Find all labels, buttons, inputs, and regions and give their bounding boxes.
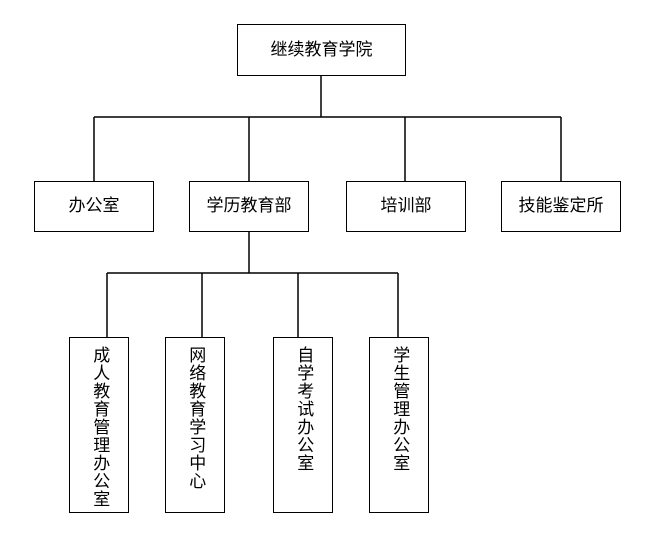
department-label: 培训部	[380, 196, 432, 216]
department-label: 办公室	[68, 196, 120, 216]
office-label: 成人教育管理办公室	[89, 346, 110, 508]
office-label: 自学考试办公室	[293, 346, 314, 472]
office-node-online-learning: 网络教育学习中心	[165, 337, 225, 513]
root-node: 继续教育学院	[237, 24, 406, 76]
office-node-self-study-exam: 自学考试办公室	[273, 337, 333, 513]
department-label: 技能鉴定所	[518, 196, 604, 216]
office-node-adult-education: 成人教育管理办公室	[69, 337, 129, 513]
department-label: 学历教育部	[206, 196, 292, 216]
office-label: 网络教育学习中心	[185, 346, 206, 490]
department-node-academic: 学历教育部	[189, 181, 309, 232]
department-node-training: 培训部	[346, 181, 466, 232]
department-node-office: 办公室	[34, 181, 154, 232]
office-label: 学生管理办公室	[389, 346, 410, 472]
root-node-label: 继续教育学院	[270, 39, 373, 60]
office-node-student-management: 学生管理办公室	[369, 337, 429, 513]
department-node-skills: 技能鉴定所	[501, 181, 621, 232]
